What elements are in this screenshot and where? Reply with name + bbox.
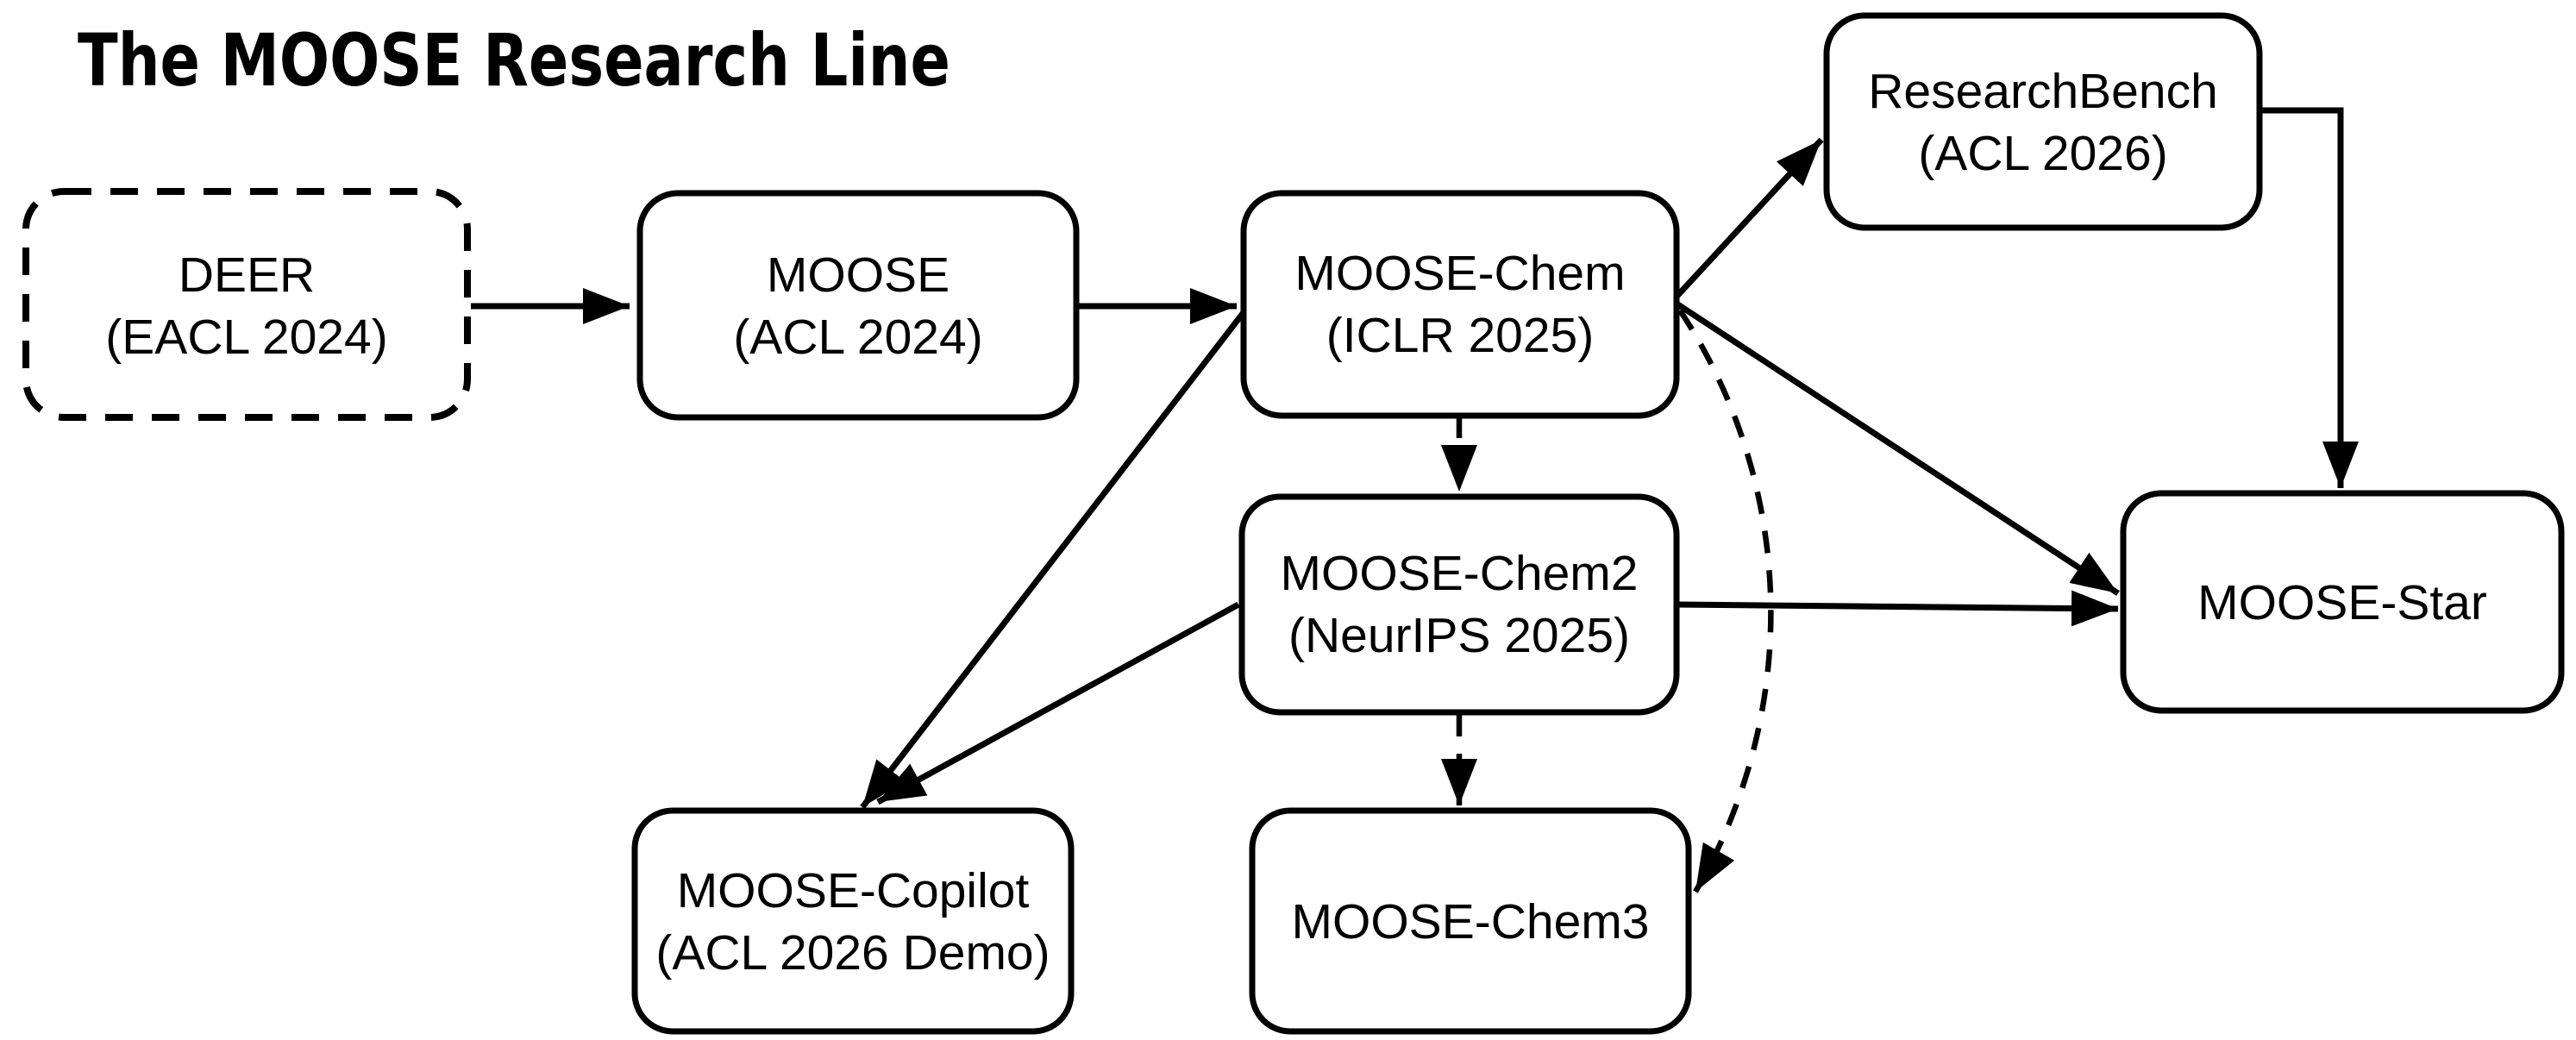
edge-moose-chem-to-moose-chem3 <box>1677 309 1774 893</box>
node-research-bench-label: ResearchBench <box>1868 64 2218 119</box>
node-moose-chem: MOOSE-Chem (ICLR 2025) <box>1240 190 1680 419</box>
node-research-bench-venue: (ACL 2026) <box>1918 126 2167 181</box>
node-moose-chem2: MOOSE-Chem2 (NeurIPS 2025) <box>1238 493 1680 716</box>
node-moose-copilot-venue: (ACL 2026 Demo) <box>655 925 1050 980</box>
node-moose-chem-box <box>1240 190 1680 419</box>
edge-moose-chem-to-moose-star <box>1675 301 2120 596</box>
node-deer-box <box>22 188 471 421</box>
node-moose-chem3: MOOSE-Chem3 <box>1249 807 1692 1035</box>
node-moose-chem3-box <box>1249 807 1692 1035</box>
edge-moose-chem2-to-moose-star <box>1676 590 2119 627</box>
node-research-bench: ResearchBench (ACL 2026) <box>1823 12 2263 231</box>
node-moose-chem-venue: (ICLR 2025) <box>1326 308 1594 363</box>
node-moose-chem2-venue: (NeurIPS 2025) <box>1288 608 1630 663</box>
node-moose-chem3-label: MOOSE-Chem3 <box>1292 894 1650 949</box>
node-moose-venue: (ACL 2024) <box>733 310 982 365</box>
node-moose-box <box>636 190 1080 421</box>
node-deer-label: DEER <box>179 247 315 303</box>
node-moose-copilot-label: MOOSE-Copilot <box>677 863 1030 918</box>
edge-research-bench-to-moose-star <box>2259 107 2359 488</box>
node-moose-star-label: MOOSE-Star <box>2197 575 2487 630</box>
node-moose-chem2-box <box>1238 493 1680 716</box>
node-moose: MOOSE (ACL 2024) <box>636 190 1080 421</box>
node-moose-copilot: MOOSE-Copilot (ACL 2026 Demo) <box>631 807 1075 1035</box>
page-title: The MOOSE Research Line <box>78 18 950 103</box>
edge-moose-chem-to-research-bench <box>1674 137 1824 299</box>
edge-moose-chem-to-moose-copilot <box>860 305 1250 810</box>
node-deer-venue: (EACL 2024) <box>105 310 387 365</box>
node-moose-chem2-label: MOOSE-Chem2 <box>1281 546 1639 601</box>
node-moose-star-box <box>2120 490 2565 714</box>
node-moose-star: MOOSE-Star <box>2120 490 2565 714</box>
node-research-bench-box <box>1823 12 2263 231</box>
node-moose-copilot-box <box>631 807 1075 1035</box>
node-deer: DEER (EACL 2024) <box>22 188 471 421</box>
node-moose-label: MOOSE <box>767 247 950 303</box>
node-moose-chem-label: MOOSE-Chem <box>1294 246 1625 301</box>
edge-moose-chem2-to-moose-copilot <box>876 601 1240 805</box>
